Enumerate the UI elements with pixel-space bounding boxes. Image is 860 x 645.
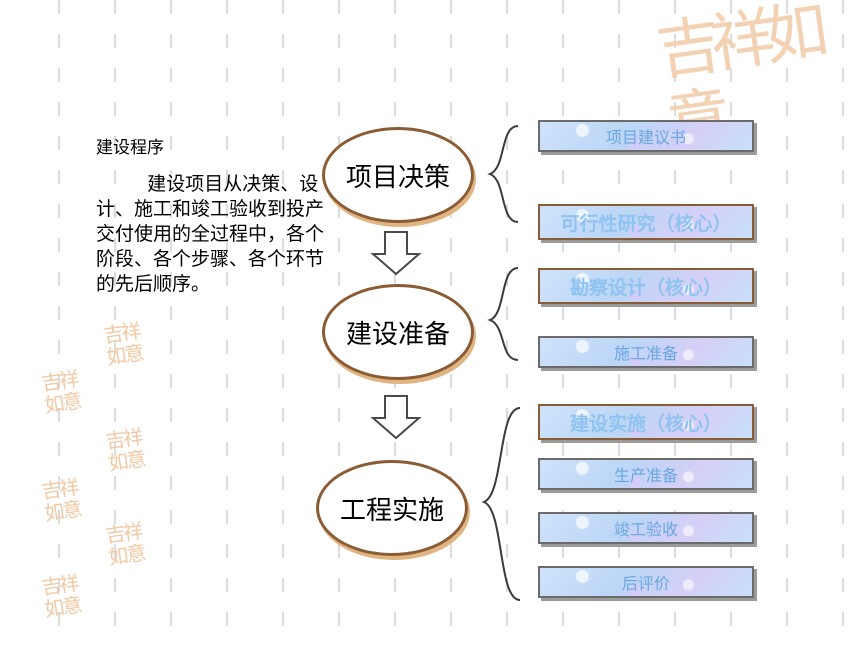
left-brace-icon (481, 407, 521, 601)
item-box-survey-design: 勘察设计（核心） (538, 268, 754, 304)
down-arrow-icon (370, 231, 422, 276)
background-stripe (114, 0, 116, 645)
down-arrow-icon (370, 395, 422, 440)
background-stripe (786, 0, 788, 645)
item-box-acceptance: 竣工验收 (538, 512, 754, 544)
background-stripe (282, 0, 284, 645)
background-stripe (562, 0, 564, 645)
item-box-construction-prep: 施工准备 (538, 336, 754, 368)
item-box-proposal: 项目建议书 (538, 120, 754, 152)
left-brace-icon (487, 125, 519, 223)
definition-text: 建设项目从决策、设计、施工和竣工验收到投产交付使用的全过程中，各个阶段、各个步骤… (96, 173, 325, 295)
stage-ellipse-implementation: 工程实施 (316, 460, 468, 556)
item-box-production-prep: 生产准备 (538, 458, 754, 490)
background-stripe (842, 0, 844, 645)
background-stripe (730, 0, 732, 645)
item-box-implementation: 建设实施（核心） (538, 404, 754, 440)
stage-ellipse-preparation: 建设准备 (322, 284, 474, 380)
background-stripe (506, 0, 508, 645)
item-box-feasibility: 可行性研究（核心） (538, 204, 754, 240)
background-stripe (674, 0, 676, 645)
section-heading: 建设程序 (96, 138, 164, 158)
left-brace-icon (487, 267, 519, 361)
background-stripe (618, 0, 620, 645)
background-stripe (58, 0, 60, 645)
stage-ellipse-decision: 项目决策 (322, 127, 474, 223)
background-stripe (226, 0, 228, 645)
background-stripe (170, 0, 172, 645)
item-box-post-evaluation: 后评价 (538, 566, 754, 598)
